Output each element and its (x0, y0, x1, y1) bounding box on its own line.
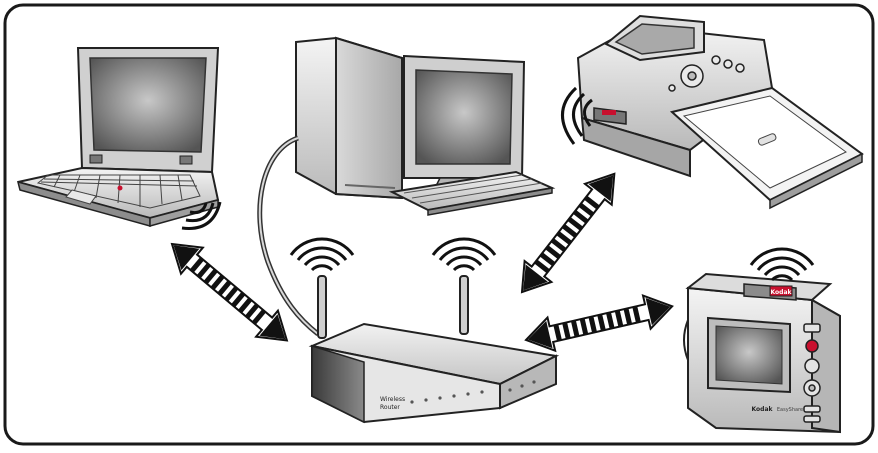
wireless-router-icon: Wireless Router (308, 275, 560, 424)
camera-model: EasyShare (777, 407, 803, 413)
camera-brand-tag: Kodak (771, 289, 793, 296)
router-label-line1: Wireless (380, 396, 405, 403)
router-label-line2: Router (380, 404, 400, 411)
desktop-computer-icon (257, 36, 556, 336)
laptop-icon (16, 47, 222, 230)
digital-camera-icon: Kodak Kodak EasyShare (683, 272, 841, 434)
camera-brand: Kodak (752, 406, 774, 413)
printer-dock-icon (561, 14, 864, 210)
